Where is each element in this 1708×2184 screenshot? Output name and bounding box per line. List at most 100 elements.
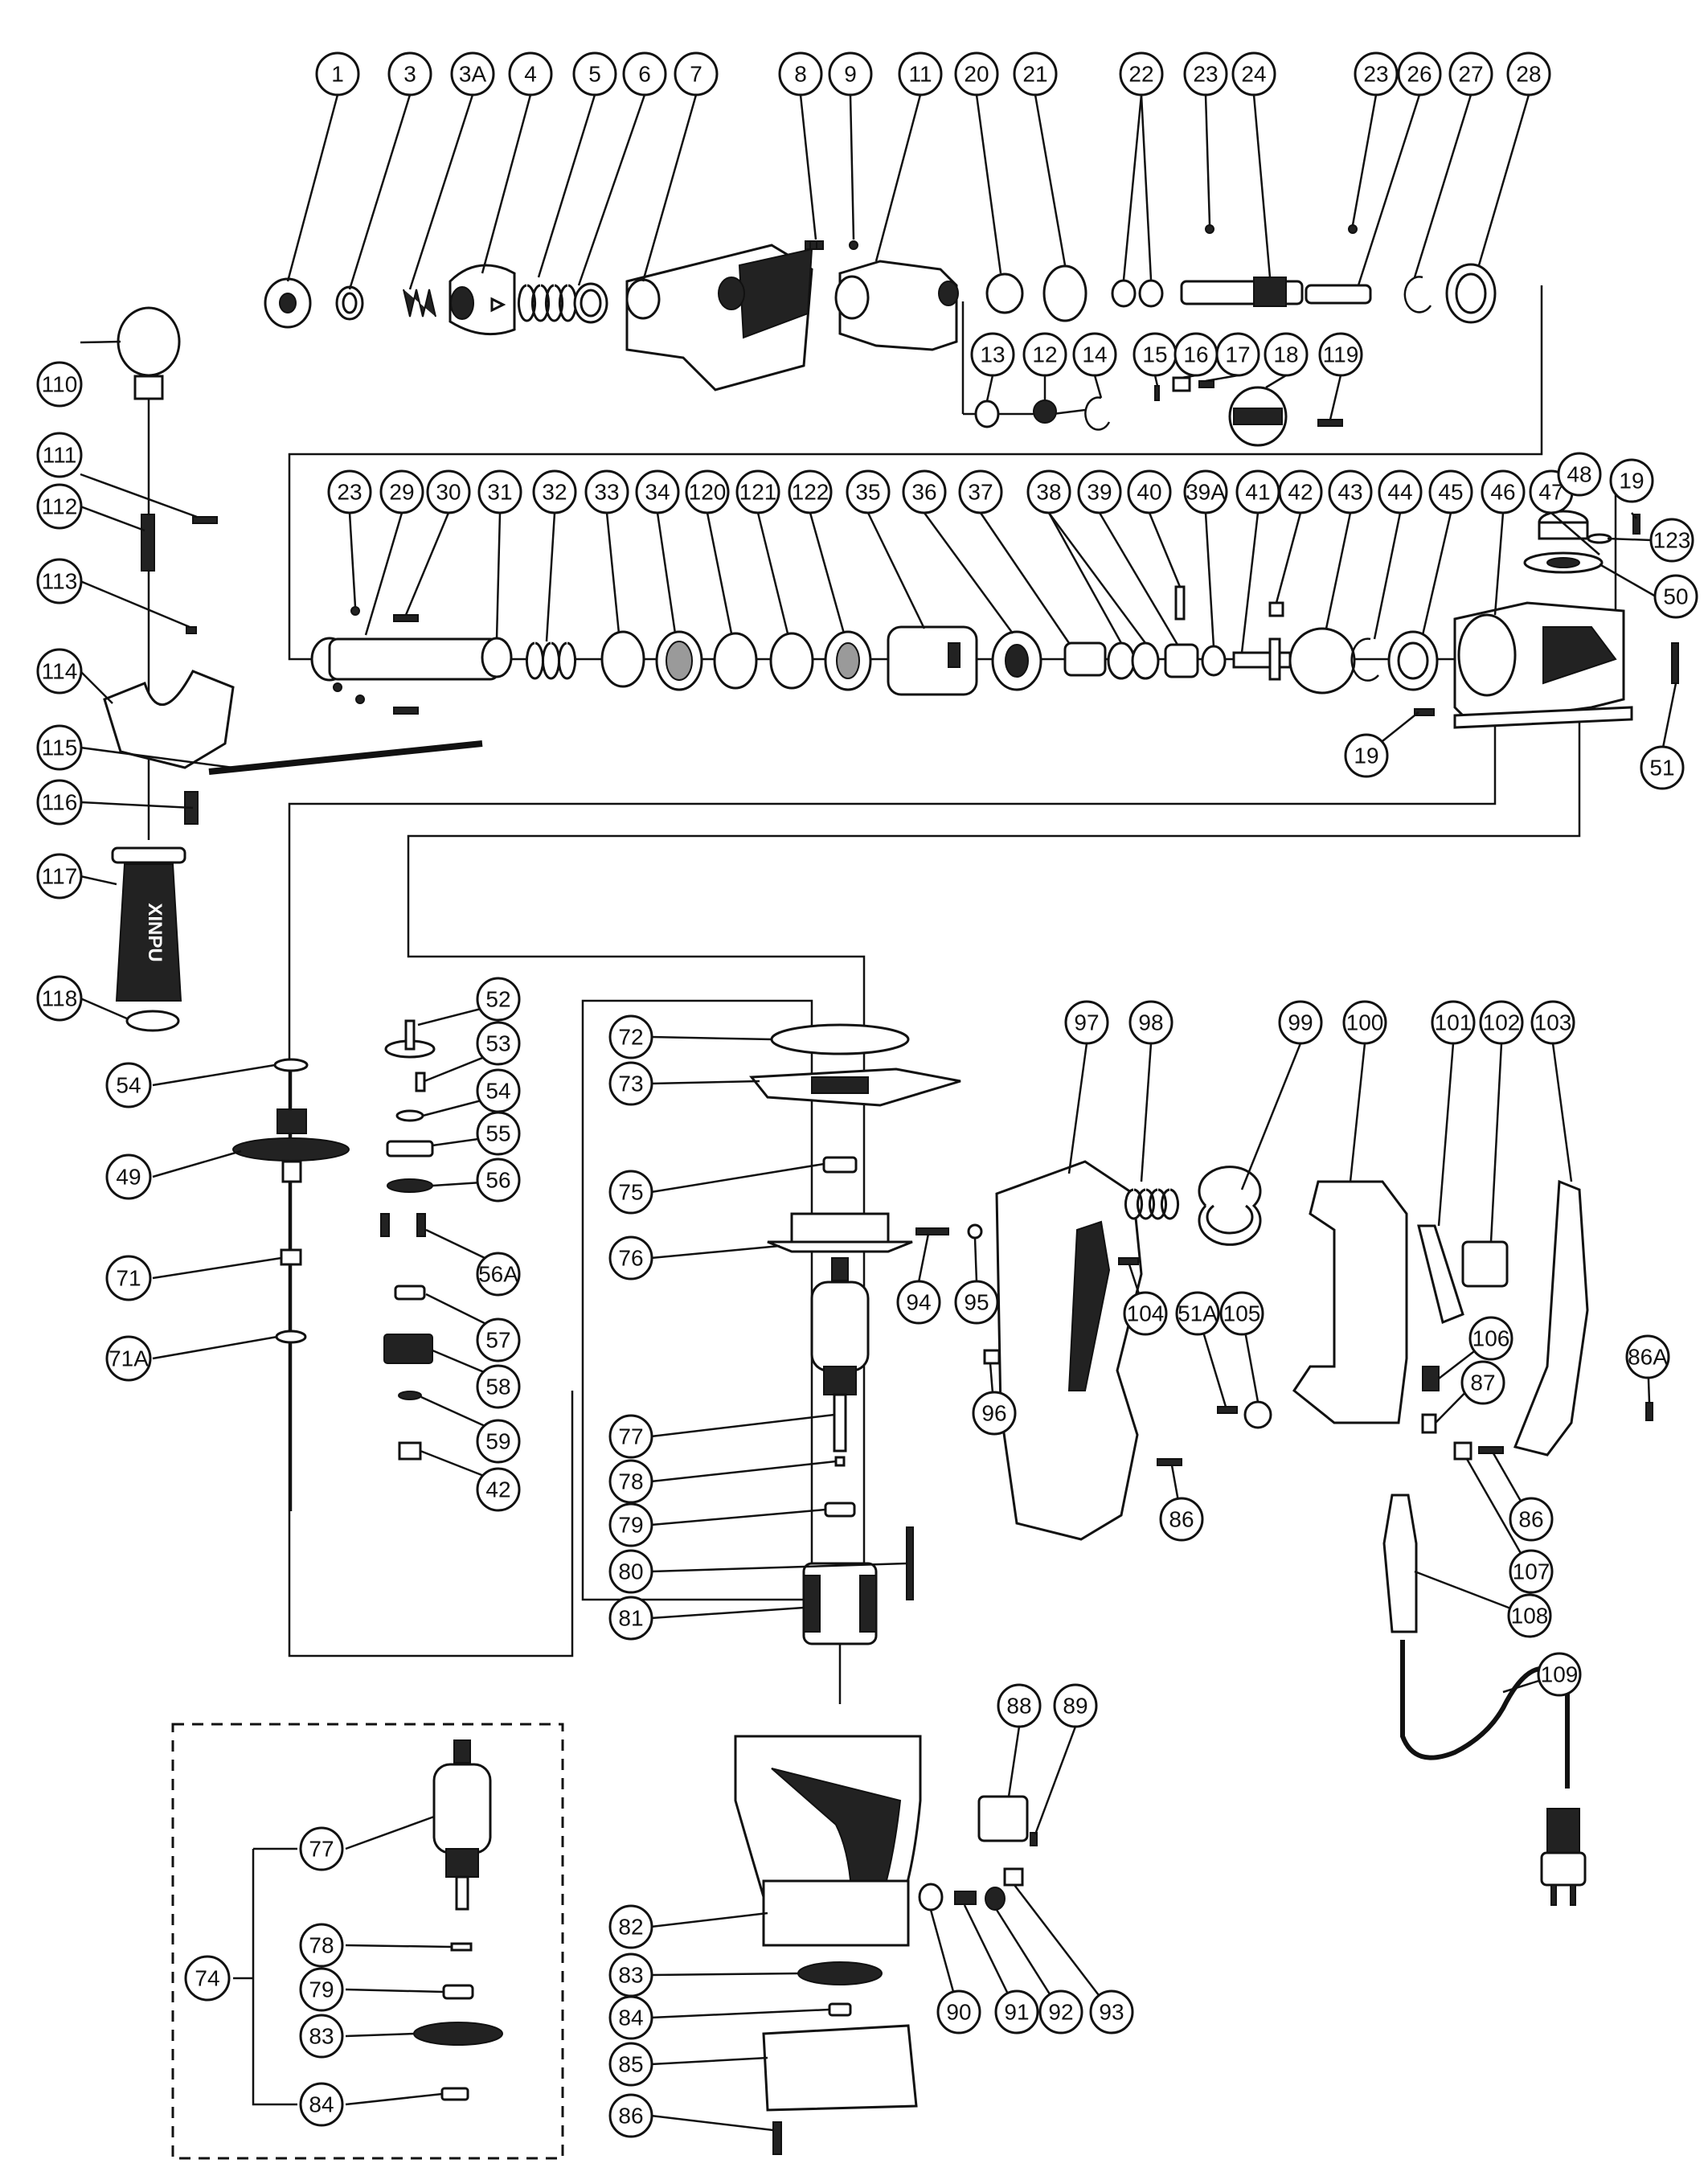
callout-label: 114 (42, 659, 78, 684)
callout-label: 13 (980, 342, 1005, 367)
callout-label: 3A (459, 62, 487, 87)
callout-circle (896, 1280, 941, 1325)
callout-circle (674, 51, 719, 96)
callout-label: 34 (645, 480, 670, 505)
callout-bubble: 97 (1064, 1000, 1109, 1045)
callout-label: 100 (1346, 1010, 1384, 1035)
callout-label: 7 (690, 62, 702, 87)
part-94-screw (915, 1227, 949, 1235)
kit-armature (432, 1739, 492, 1911)
callout-bubble: 54 (105, 1062, 152, 1108)
callout-circle (532, 469, 577, 514)
callout-label: 108 (1511, 1604, 1549, 1629)
part-28-bearing (1445, 263, 1497, 324)
callout-label: 112 (42, 494, 78, 519)
callout-label: 43 (1337, 480, 1362, 505)
part-85-rear-cover (762, 2024, 918, 2112)
callout-bubble: 82 (608, 1904, 653, 1949)
callout-label: 82 (618, 1915, 643, 1940)
part-107-cord-clamp (1453, 1441, 1472, 1461)
callout-label: 79 (618, 1513, 643, 1538)
callout-bubble: 72 (608, 1014, 653, 1059)
part-45-bearing (1387, 630, 1439, 691)
part-53-pin (415, 1072, 426, 1092)
callout-bubble: 122 (788, 469, 833, 514)
callout-circle (1509, 1549, 1554, 1594)
callout-circle (1378, 469, 1423, 514)
callout-label: 84 (618, 2006, 643, 2030)
part-21-o-ring (1042, 264, 1087, 322)
callout-bubble: 96 (972, 1391, 1017, 1436)
callout-circle (778, 51, 823, 96)
part-42-bush (1268, 601, 1284, 617)
callout-label: 95 (964, 1290, 989, 1315)
part-79-bearing (824, 1502, 856, 1518)
callout-bubble: 48 (1557, 452, 1602, 497)
part-26-shaft (1305, 284, 1372, 305)
callout-circle (299, 1923, 344, 1968)
callout-circle (1215, 332, 1260, 377)
callout-bubble: 107 (1509, 1549, 1554, 1594)
callout-bubble: 23 (1183, 51, 1228, 96)
callout-circle (1428, 469, 1473, 514)
part-112-bolt (141, 514, 155, 572)
part-100-handle-frame (1292, 1180, 1408, 1424)
callout-label: 59 (485, 1429, 510, 1454)
callout-label: 103 (1534, 1010, 1572, 1035)
callout-bubble: 119 (1318, 332, 1363, 377)
part-86a-screw (1645, 1402, 1653, 1421)
callout-bubble: 11 (898, 51, 943, 96)
callout-circle (608, 1414, 653, 1459)
callout-label: 11 (908, 62, 932, 87)
callout-bubble: 108 (1507, 1593, 1552, 1638)
callout-label: 116 (42, 790, 78, 815)
part-47-bearing-plate (1523, 551, 1604, 574)
callout-label: 71A (109, 1346, 149, 1371)
callout-bubble: 86A (1625, 1334, 1670, 1379)
callout-bubble: 39 (1077, 469, 1122, 514)
part-78-key (834, 1456, 846, 1467)
callout-bubble: 46 (1481, 469, 1526, 514)
part-86-screw-a (772, 2121, 782, 2155)
callout-bubble: 29 (379, 469, 424, 514)
callout-bubble: 111 (36, 432, 83, 478)
callout-label: 80 (618, 1559, 643, 1584)
callout-circle (476, 1111, 521, 1156)
part-35-sleeve (887, 625, 978, 696)
callout-label: 86 (1169, 1507, 1194, 1532)
callout-label: 14 (1082, 342, 1107, 367)
callout-circle (1038, 1989, 1083, 2034)
part-96-clip (983, 1349, 1001, 1365)
callout-bubble: 87 (1460, 1360, 1505, 1405)
callout-label: 123 (1653, 528, 1691, 553)
callout-bubble: 8 (778, 51, 823, 96)
part-113-nut (186, 626, 197, 634)
callout-bubble: 88 (997, 1683, 1042, 1728)
callout-circle (1481, 469, 1526, 514)
part-92-brush-cap (985, 1887, 1006, 1911)
part-56a-screw-a (380, 1213, 390, 1237)
callout-label: 90 (946, 2000, 971, 2025)
callout-label: 31 (487, 480, 512, 505)
callout-bubble: 24 (1231, 51, 1276, 96)
callout-label: 107 (1513, 1559, 1550, 1584)
part-48-cap (1538, 510, 1589, 540)
part-3a-spring (403, 289, 436, 318)
callout-bubble: 19 (1344, 733, 1389, 778)
callout-label: 58 (485, 1375, 510, 1399)
callout-bubble: 40 (1127, 469, 1172, 514)
part-120-washer (713, 632, 758, 690)
callout-label: 84 (309, 2092, 334, 2117)
callout-bubble: 19 (1609, 458, 1654, 503)
callout-bubble: 83 (299, 2014, 344, 2059)
callout-label: 93 (1099, 2000, 1124, 2025)
part-57-bearing (394, 1285, 426, 1301)
top-row-parts (264, 224, 1497, 447)
callout-circle (36, 648, 83, 695)
callout-circle (954, 51, 999, 96)
part-17-pin (1198, 380, 1214, 388)
callout-circle (936, 1989, 981, 2034)
part-52-crank (384, 1019, 436, 1059)
part-14-circlip (1084, 396, 1111, 431)
callout-bubble: 33 (584, 469, 629, 514)
